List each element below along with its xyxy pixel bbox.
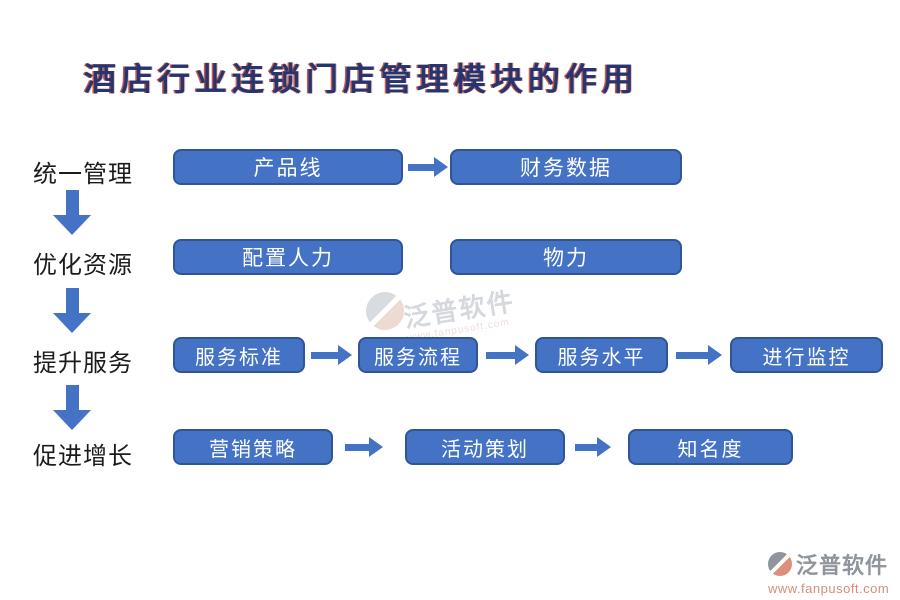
arrow-stem <box>65 385 79 410</box>
stage-label-promote-growth: 促进增长 <box>33 444 133 470</box>
vendor-logo-icon <box>768 552 792 576</box>
arrow-stem <box>345 443 369 451</box>
flow-box-product-line: 产品线 <box>173 149 403 185</box>
arrow-stem <box>311 351 338 359</box>
arrow-stem <box>408 163 434 171</box>
arrow-head <box>369 437 383 457</box>
arrow-down-icon <box>53 288 91 333</box>
arrow-stem <box>575 443 597 451</box>
arrow-stem <box>65 190 79 215</box>
arrow-head <box>597 437 611 457</box>
watermark-logo-icon <box>366 292 404 330</box>
arrow-stem <box>65 288 79 313</box>
stage-label-optimize-resources: 优化资源 <box>33 253 133 279</box>
arrow-down-icon <box>53 385 91 430</box>
arrow-down-icon <box>53 190 91 235</box>
arrow-right-icon <box>676 345 722 365</box>
arrow-right-icon <box>575 437 611 457</box>
flow-box-marketing-strategy: 营销策略 <box>173 429 333 465</box>
flow-box-staffing: 配置人力 <box>173 239 403 275</box>
vendor-url: www.fanpusoft.com <box>768 581 890 596</box>
flow-box-material-resources: 物力 <box>450 239 682 275</box>
flow-box-service-level: 服务水平 <box>535 337 668 373</box>
arrow-right-icon <box>345 437 383 457</box>
arrow-right-icon <box>486 345 529 365</box>
arrow-right-icon <box>408 157 448 177</box>
vendor-brand-name: 泛普软件 <box>796 553 889 578</box>
arrow-stem <box>486 351 515 359</box>
flow-box-brand-awareness: 知名度 <box>628 429 793 465</box>
watermark-brand: 泛普软件 <box>401 285 517 334</box>
flow-box-service-standard: 服务标准 <box>173 337 305 373</box>
arrow-head <box>434 157 448 177</box>
flow-box-financial-data: 财务数据 <box>450 149 682 185</box>
watermark-text: 泛普软件 www.fanpusoft.com <box>401 281 519 344</box>
arrow-head <box>338 345 352 365</box>
arrow-head <box>53 410 91 430</box>
arrow-head <box>515 345 529 365</box>
arrow-head <box>53 313 91 333</box>
stage-label-improve-service: 提升服务 <box>33 351 133 377</box>
arrow-right-icon <box>311 345 352 365</box>
stage-label-unified-management: 统一管理 <box>33 162 133 188</box>
flow-box-monitoring: 进行监控 <box>730 337 883 373</box>
arrow-head <box>53 215 91 235</box>
flow-box-service-process: 服务流程 <box>358 337 478 373</box>
arrow-head <box>708 345 722 365</box>
flow-box-event-planning: 活动策划 <box>405 429 565 465</box>
vendor-logo: 泛普软件 www.fanpusoft.com <box>768 548 889 596</box>
arrow-stem <box>676 351 708 359</box>
page-title: 酒店行业连锁门店管理模块的作用 <box>84 61 640 97</box>
